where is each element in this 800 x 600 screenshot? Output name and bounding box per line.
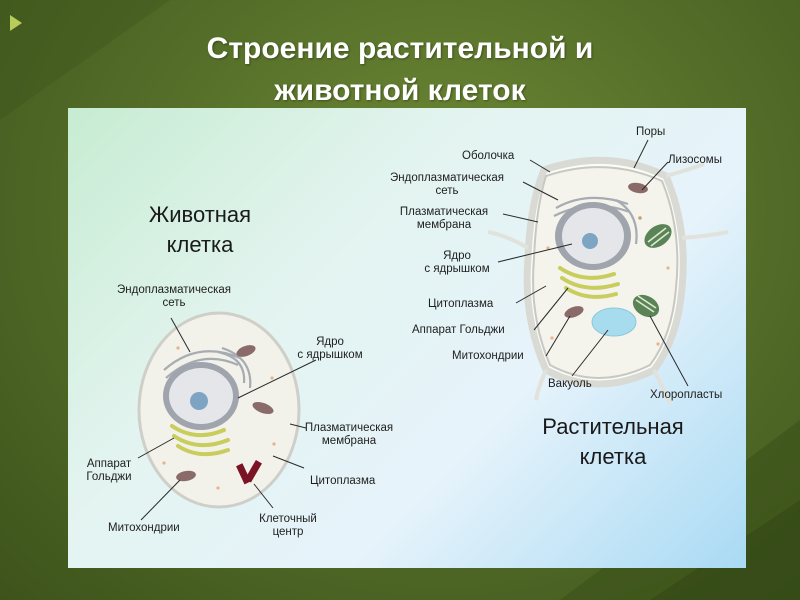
plant-label-vacuole: Вакуоль (548, 378, 592, 390)
animal-label-centrosome: Клеточный центр (248, 513, 328, 539)
plant-label-membrane-line2: мембрана (416, 219, 472, 231)
plant-label-nucleus: Ядро с ядрышком (414, 250, 500, 276)
cell-diagram (137, 139, 729, 521)
cell-diagram-panel: Животная клетка Эндоплазматическая сеть … (68, 108, 746, 568)
animal-cell (137, 311, 317, 521)
plant-label-er: Эндоплазматическая сеть (370, 172, 524, 198)
plant-label-lysosomes: Лизосомы (668, 154, 722, 166)
animal-label-centrosome-line1: Клеточный (259, 513, 317, 525)
slide-title-line2: животной клеток (274, 74, 526, 107)
animal-leader-lines (137, 317, 317, 521)
animal-label-centrosome-line2: центр (272, 526, 304, 538)
plant-cell (487, 139, 729, 405)
plant-chloroplasts (632, 224, 672, 318)
plant-vacuole (591, 307, 637, 337)
animal-centrosome (236, 459, 262, 485)
plant-label-wall: Оболочка (462, 150, 515, 162)
slide-title-line1: Строение растительной и (206, 32, 594, 65)
animal-granules (162, 346, 276, 490)
plant-label-membrane-line1: Плазматическая (399, 206, 489, 218)
animal-nucleolus (190, 392, 208, 410)
plant-label-chloroplasts: Хлоропласты (650, 389, 723, 401)
animal-label-nucleus-line2: с ядрышком (297, 349, 363, 361)
animal-label-nucleus: Ядро с ядрышком (290, 336, 370, 362)
animal-cell-title-line2: клетка (166, 232, 234, 257)
plant-granules (546, 216, 670, 346)
plant-label-mitochondria: Митохондрии (452, 350, 524, 362)
plant-wall-extensions (487, 162, 729, 405)
plant-cell-title: Растительная клетка (508, 412, 718, 472)
plant-cell-title-line1: Растительная (542, 414, 684, 439)
animal-label-er-line2: сеть (162, 297, 186, 309)
animal-label-membrane-line2: мембрана (321, 435, 377, 447)
animal-cell-title-line1: Животная (148, 202, 252, 227)
plant-label-er-line2: сеть (435, 185, 459, 197)
plant-cell-title-line2: клетка (579, 444, 647, 469)
plant-leader-lines (497, 139, 689, 387)
plant-label-er-line1: Эндоплазматическая (390, 172, 504, 184)
plant-mitochondria (564, 182, 648, 318)
animal-label-cytoplasm: Цитоплазма (310, 475, 376, 487)
plant-label-nucleus-line2: с ядрышком (424, 263, 490, 275)
animal-label-mitochondria: Митохондрии (108, 522, 180, 534)
plant-label-golgi: Аппарат Гольджи (412, 324, 505, 336)
animal-er (163, 346, 252, 389)
animal-label-membrane: Плазматическая мембрана (294, 422, 404, 448)
animal-label-membrane-line1: Плазматическая (304, 422, 394, 434)
slide-bullet-icon (10, 15, 22, 31)
slide-title: Строение растительной и животной клеток (100, 28, 700, 112)
plant-nucleolus (582, 233, 598, 249)
plant-golgi (558, 266, 620, 299)
plant-label-nucleus-line1: Ядро (443, 250, 471, 262)
animal-label-golgi-line1: Аппарат (86, 458, 132, 470)
animal-label-er-line1: Эндоплазматическая (117, 284, 231, 296)
animal-golgi (170, 424, 230, 457)
animal-label-golgi: Аппарат Гольджи (74, 458, 144, 484)
animal-label-er: Эндоплазматическая сеть (94, 284, 254, 310)
plant-label-membrane: Плазматическая мембрана (384, 206, 504, 232)
animal-label-golgi-line2: Гольджи (86, 471, 132, 483)
animal-cell-title: Животная клетка (130, 200, 270, 260)
animal-mitochondria (176, 345, 274, 482)
animal-label-nucleus-line1: Ядро (316, 336, 344, 348)
plant-label-pores: Поры (636, 126, 666, 138)
plant-label-cytoplasm: Цитоплазма (428, 298, 494, 310)
